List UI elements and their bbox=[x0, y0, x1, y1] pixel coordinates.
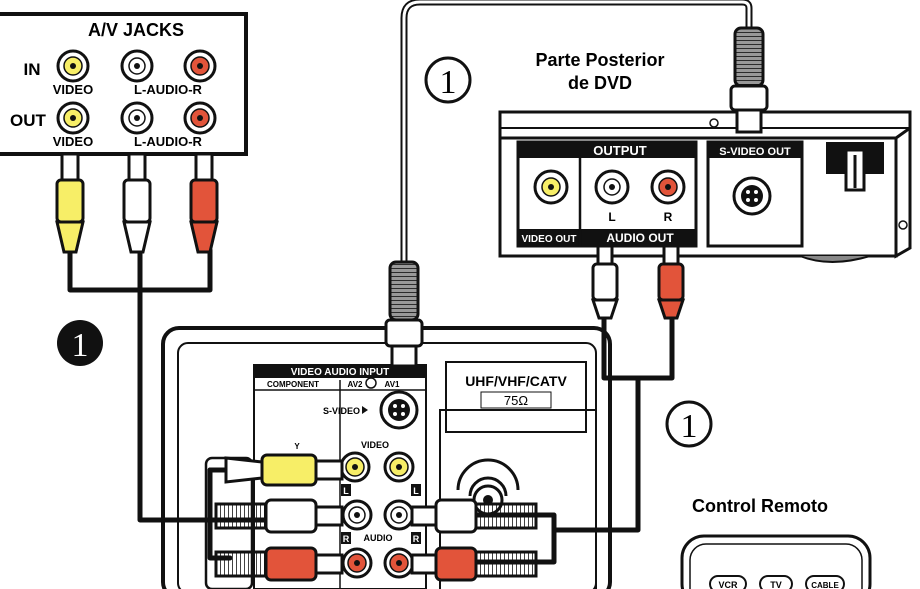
tv-av2-label: AV2 bbox=[348, 380, 364, 389]
dvd-player: Parte Posterior de DVD OUTPUT VIDEO OUT … bbox=[498, 50, 912, 263]
av-plug-red bbox=[189, 152, 219, 254]
av-plug-yellow bbox=[55, 152, 85, 254]
tv-plug-white-left bbox=[214, 498, 344, 534]
av-out-audio-label: L-AUDIO-R bbox=[134, 134, 202, 149]
tv-component-label: COMPONENT bbox=[267, 380, 319, 389]
step-marker-audio: 1 bbox=[665, 400, 713, 448]
tv-l-label-av2: L bbox=[343, 486, 349, 496]
plugs bbox=[55, 26, 769, 582]
remote-tv-button[interactable] bbox=[759, 575, 793, 589]
tv-plug-white-right bbox=[410, 498, 538, 534]
tv-antenna-impedance: 75Ω bbox=[504, 393, 528, 408]
tv-r-label-av2: R bbox=[343, 534, 350, 544]
remote-cable-button[interactable] bbox=[805, 575, 845, 589]
step-marker-svideo-number: 1 bbox=[440, 64, 457, 101]
tv-plug-yellow bbox=[224, 453, 344, 487]
dvd-svideo-out-label: S-VIDEO OUT bbox=[719, 146, 791, 158]
tv-svideo-label: S-VIDEO bbox=[323, 406, 360, 416]
step-marker-audio-number: 1 bbox=[681, 408, 698, 445]
tv-svideo-plug bbox=[384, 260, 424, 368]
remote-cable-label: CABLE bbox=[811, 581, 839, 589]
remote-title: Control Remoto bbox=[692, 496, 828, 516]
dvd-svideo-plug bbox=[729, 26, 769, 134]
av-out-video-label: VIDEO bbox=[53, 134, 93, 149]
av-in-label: IN bbox=[24, 60, 41, 79]
dvd-title-line2: de DVD bbox=[568, 73, 632, 93]
tv-plug-red-right bbox=[410, 546, 538, 582]
dvd-audio-out-label: AUDIO OUT bbox=[606, 231, 674, 245]
tv-input-title: VIDEO AUDIO INPUT bbox=[291, 367, 390, 378]
remote-tv-label: TV bbox=[770, 580, 782, 589]
av-out-label: OUT bbox=[10, 111, 47, 130]
step-marker-av-number: 1 bbox=[72, 327, 89, 364]
remote-vcr-button[interactable] bbox=[709, 575, 747, 589]
av-jacks-panel: A/V JACKS IN OUT VIDEO L-AUDIO-R VIDEO L… bbox=[0, 12, 248, 156]
tv-l-label-av1: L bbox=[413, 486, 419, 496]
av-jacks-title: A/V JACKS bbox=[88, 20, 184, 40]
dvd-plug-white bbox=[590, 244, 620, 320]
av-plug-white bbox=[122, 152, 152, 254]
dvd-title-line1: Parte Posterior bbox=[535, 50, 664, 70]
remote-control: Control Remoto VCR TV CABLE bbox=[680, 496, 872, 589]
step-marker-svideo: 1 bbox=[424, 56, 472, 104]
tv-plug-red-left bbox=[214, 546, 344, 582]
tv-y-label: Y bbox=[294, 442, 300, 451]
dvd-plug-red bbox=[656, 244, 686, 320]
tv-av1-label: AV1 bbox=[385, 380, 401, 389]
tv-video-label: VIDEO bbox=[361, 440, 389, 450]
step-marker-av: 1 bbox=[57, 320, 103, 366]
dvd-output-label: OUTPUT bbox=[593, 143, 647, 158]
av-in-audio-label: L-AUDIO-R bbox=[134, 82, 202, 97]
tv-audio-label: AUDIO bbox=[364, 533, 393, 543]
dvd-l-label: L bbox=[608, 210, 615, 224]
dvd-video-out-label: VIDEO OUT bbox=[521, 234, 576, 245]
av-in-video-label: VIDEO bbox=[53, 82, 93, 97]
tv-antenna-label: UHF/VHF/CATV bbox=[465, 373, 567, 389]
tv-r-label-av1: R bbox=[413, 534, 420, 544]
dvd-r-label: R bbox=[664, 210, 673, 224]
remote-vcr-label: VCR bbox=[718, 580, 738, 589]
